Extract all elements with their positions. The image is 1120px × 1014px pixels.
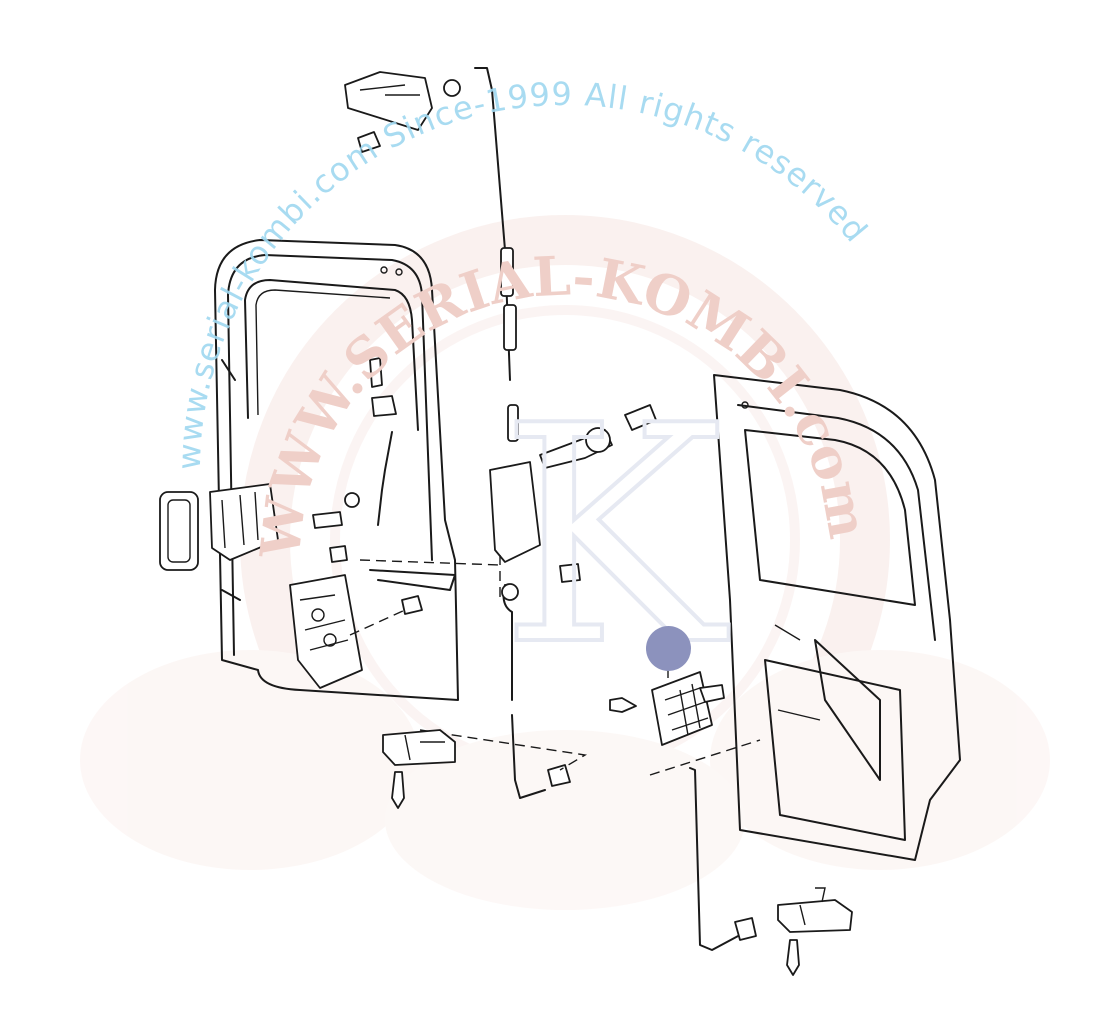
right-door	[713, 374, 961, 861]
right-handle	[609, 660, 761, 776]
right-rod	[689, 767, 853, 976]
top-hinge	[344, 71, 461, 153]
central-rod	[419, 67, 657, 799]
part-hotspot-marker[interactable]	[646, 626, 691, 671]
left-lock	[289, 357, 501, 689]
logo-watermark-letter: K	[500, 362, 730, 711]
left-door	[214, 239, 459, 701]
left-handle	[159, 483, 279, 571]
bottom-left-hinge	[382, 729, 456, 809]
